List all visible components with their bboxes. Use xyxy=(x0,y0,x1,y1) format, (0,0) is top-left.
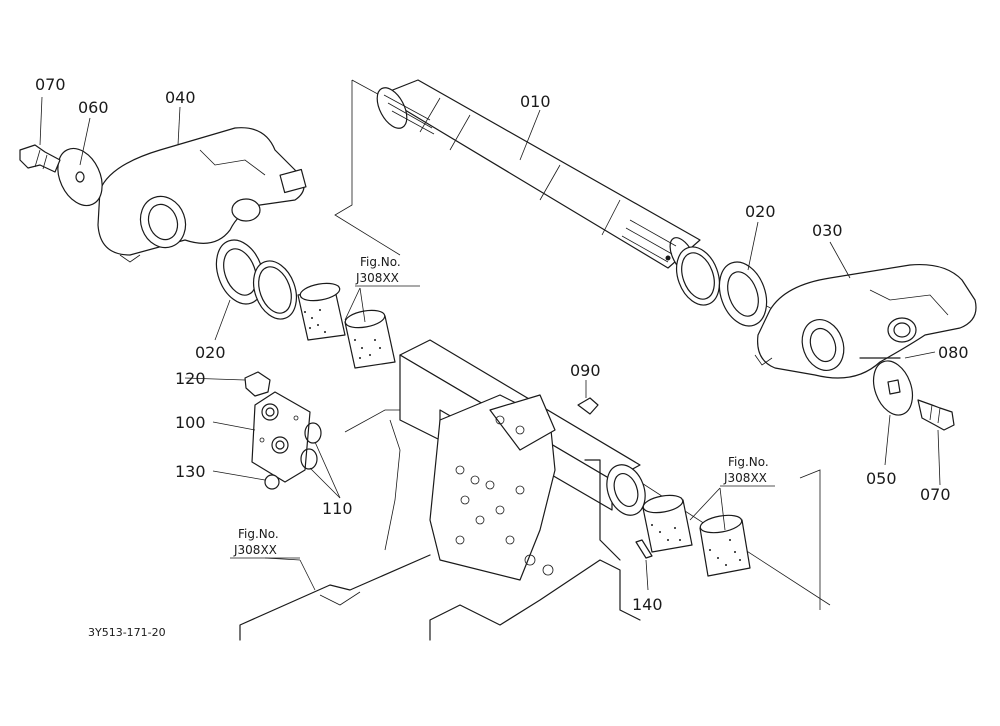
document-code: 3Y513-171-20 xyxy=(88,626,166,639)
label-020-right: 020 xyxy=(745,202,776,221)
washer-050 xyxy=(872,360,914,416)
fig-ref-right-title: Fig.No. xyxy=(728,455,769,469)
pin-140 xyxy=(635,539,653,559)
fig-ref-upper-title: Fig.No. xyxy=(360,255,401,269)
o-rings-110 xyxy=(300,422,322,470)
label-080: 080 xyxy=(938,343,969,362)
fig-ref-lower-title: Fig.No. xyxy=(238,527,279,541)
plug-130 xyxy=(264,474,280,490)
bolt-070-left xyxy=(19,144,61,173)
fig-ref-upper-code: J308XX xyxy=(355,271,399,285)
washer-060 xyxy=(57,147,103,207)
thrust-washer-020-right xyxy=(718,261,768,327)
label-120: 120 xyxy=(175,369,206,388)
label-020-left: 020 xyxy=(195,343,226,362)
thrust-washer-020-left xyxy=(215,239,265,305)
leader-lines xyxy=(39,96,941,591)
label-090: 090 xyxy=(570,361,601,380)
bushing-pair-right xyxy=(642,494,751,577)
label-030: 030 xyxy=(812,221,843,240)
label-110: 110 xyxy=(322,499,353,518)
label-040: 040 xyxy=(165,88,196,107)
assembly-frame-lines xyxy=(334,79,831,610)
lift-arm-040 xyxy=(97,127,307,263)
base-plate xyxy=(239,419,641,641)
label-050: 050 xyxy=(866,469,897,488)
label-070-right: 070 xyxy=(920,485,951,504)
fitting-090 xyxy=(577,397,599,415)
label-140: 140 xyxy=(632,595,663,614)
bushing-pair-left xyxy=(297,282,396,369)
label-070-left: 070 xyxy=(35,75,66,94)
seal-ring-right xyxy=(675,246,721,306)
label-100: 100 xyxy=(175,413,206,432)
fig-ref-upper: Fig.No. J308XX xyxy=(355,255,420,287)
fig-ref-right: Fig.No. J308XX xyxy=(720,455,775,487)
label-060: 060 xyxy=(78,98,109,117)
seal-ring-left xyxy=(252,260,298,320)
lift-arm-030 xyxy=(754,263,977,379)
fig-ref-right-code: J308XX xyxy=(723,471,767,485)
bolt-070-right xyxy=(917,399,955,431)
label-010: 010 xyxy=(520,92,551,111)
fig-ref-lower: Fig.No. J308XX xyxy=(230,527,300,559)
label-130: 130 xyxy=(175,462,206,481)
screw-120 xyxy=(244,371,271,397)
valve-cover-100 xyxy=(251,391,311,483)
lift-housing xyxy=(399,339,646,581)
fig-ref-lower-code: J308XX xyxy=(233,543,277,557)
